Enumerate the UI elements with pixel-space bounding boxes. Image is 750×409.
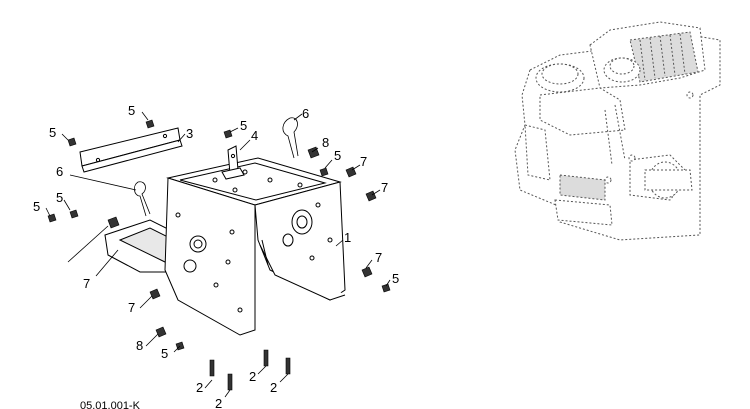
callout-5: 5 — [392, 271, 399, 286]
leader-lines — [45, 111, 391, 398]
callout-5: 5 — [161, 346, 168, 361]
callout-labels: 1 2 2 2 2 3 4 5 5 5 5 5 5 5 5 6 6 7 7 7 … — [33, 103, 399, 409]
callout-7: 7 — [360, 154, 367, 169]
engine-reference-outline — [514, 21, 721, 241]
callout-7: 7 — [83, 276, 90, 291]
callout-6: 6 — [302, 106, 309, 121]
callout-5: 5 — [49, 125, 56, 140]
callout-2: 2 — [196, 380, 203, 395]
hairpin-pin-upper — [282, 117, 299, 159]
callout-7: 7 — [128, 300, 135, 315]
callout-7: 7 — [381, 180, 388, 195]
callout-3: 3 — [186, 126, 193, 141]
callout-7: 7 — [375, 250, 382, 265]
hairpin-pin-left — [134, 181, 151, 217]
callout-5: 5 — [240, 118, 247, 133]
callout-7: 8 — [136, 338, 143, 353]
callout-1: 1 — [344, 230, 351, 245]
callout-5: 5 — [56, 190, 63, 205]
fastener-set — [47, 119, 391, 391]
callout-5: 5 — [33, 199, 40, 214]
callout-2: 2 — [215, 396, 222, 409]
callout-6: 6 — [56, 164, 63, 179]
callout-8: 8 — [322, 135, 329, 150]
deflector-plate — [79, 127, 183, 173]
callout-5: 5 — [334, 148, 341, 163]
callout-2: 2 — [249, 369, 256, 384]
callout-5: 5 — [128, 103, 135, 118]
hinge-clip — [221, 145, 245, 180]
drawing-number: 05.01.001-K — [80, 400, 141, 409]
callout-4: 4 — [251, 128, 258, 143]
main-frame-bracket — [164, 157, 346, 336]
callout-2: 2 — [270, 380, 277, 395]
